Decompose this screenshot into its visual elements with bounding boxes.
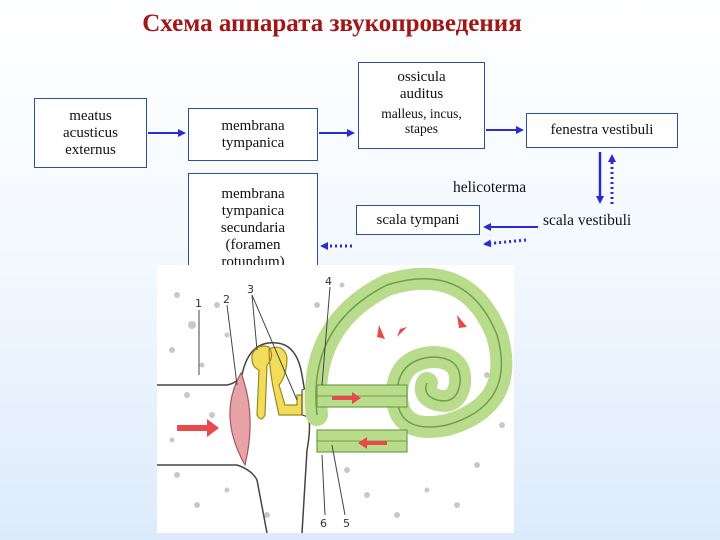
figure-number-4: 4 (325, 275, 332, 288)
figure-number-3: 3 (247, 283, 254, 296)
ossicles (251, 345, 303, 420)
figure-number-2: 2 (223, 293, 230, 306)
label-helicoterma: helicoterma (453, 179, 527, 196)
ear-anatomy-drawing: 1 2 3 4 6 5 (157, 267, 513, 534)
box-ossicula-sub: malleus, incus, stapes (381, 106, 462, 136)
figure-number-5: 5 (343, 517, 350, 530)
page-title: Схема аппарата звукопроведения (0, 10, 720, 38)
label-scala-vestibuli: scala vestibuli (543, 212, 632, 229)
ear-illustration: 1 2 3 4 6 5 (157, 265, 514, 534)
box-scala-tympani-text: scala tympani (376, 211, 460, 228)
sound-arrows (177, 315, 467, 449)
box-scala-tympani: scala tympani (356, 205, 480, 235)
box-fenestra-vestibuli: fenestra vestibuli (526, 113, 678, 148)
figure-number-1: 1 (195, 297, 202, 310)
box-ossicula: ossicula auditus malleus, incus, stapes (358, 62, 485, 149)
box-meatus-text: meatus acusticus externus (63, 107, 118, 158)
arrow-dotted-mid (483, 238, 527, 248)
box-membrana-tympanica-text: membrana tympanica (221, 117, 285, 151)
box-membrana-tympanica: membrana tympanica (188, 108, 318, 161)
page-title-text: Схема аппарата звукопроведения (142, 10, 522, 37)
cochlea (304, 267, 513, 453)
eardrum (229, 371, 251, 467)
figure-number-6: 6 (320, 517, 327, 530)
box-ossicula-title: ossicula auditus (397, 69, 446, 102)
box-meatus: meatus acusticus externus (34, 98, 147, 168)
box-fenestra-vestibuli-text: fenestra vestibuli (550, 122, 654, 138)
